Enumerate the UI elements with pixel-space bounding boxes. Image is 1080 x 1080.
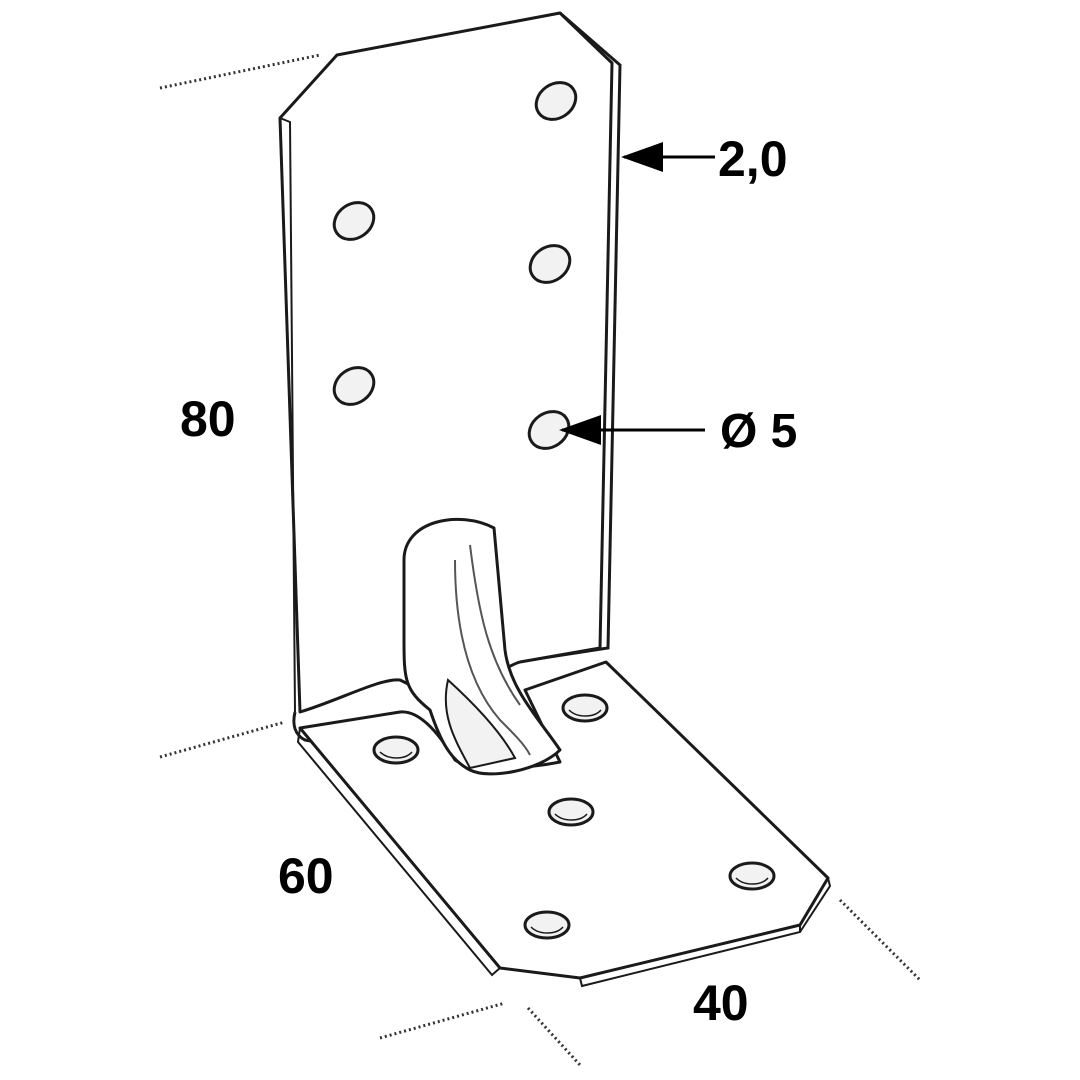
bend-curve bbox=[292, 711, 331, 747]
hole-vertical-4 bbox=[332, 366, 376, 406]
extension-line-bottom-right-b bbox=[838, 898, 922, 982]
hole-vertical-1 bbox=[534, 81, 578, 121]
label-hole-diameter: Ø 5 bbox=[720, 405, 797, 458]
stiffening-rib bbox=[402, 517, 562, 776]
label-height: 80 bbox=[180, 391, 236, 447]
hole-base-4 bbox=[728, 861, 776, 891]
rib-inner bbox=[444, 678, 517, 770]
label-width: 40 bbox=[693, 975, 749, 1031]
vertical-plate-left-thickness bbox=[279, 117, 296, 713]
hole-base-1 bbox=[372, 735, 420, 765]
label-thickness: 2,0 bbox=[718, 131, 788, 187]
extension-line-bottom-left bbox=[379, 1001, 506, 1040]
base-plate-thickness bbox=[296, 727, 832, 988]
vertical-plate-holes bbox=[332, 81, 578, 450]
hole-base-3 bbox=[547, 797, 595, 827]
hole-vertical-2 bbox=[332, 201, 376, 241]
extension-line-top bbox=[159, 53, 321, 90]
extension-line-bottom-right-a bbox=[526, 1006, 582, 1067]
label-depth: 60 bbox=[278, 848, 334, 904]
hole-base-5 bbox=[523, 910, 571, 940]
hole-vertical-3 bbox=[528, 244, 572, 284]
rib-crease bbox=[454, 544, 531, 756]
extension-line-bend bbox=[159, 720, 286, 759]
hole-base-2 bbox=[561, 693, 609, 723]
